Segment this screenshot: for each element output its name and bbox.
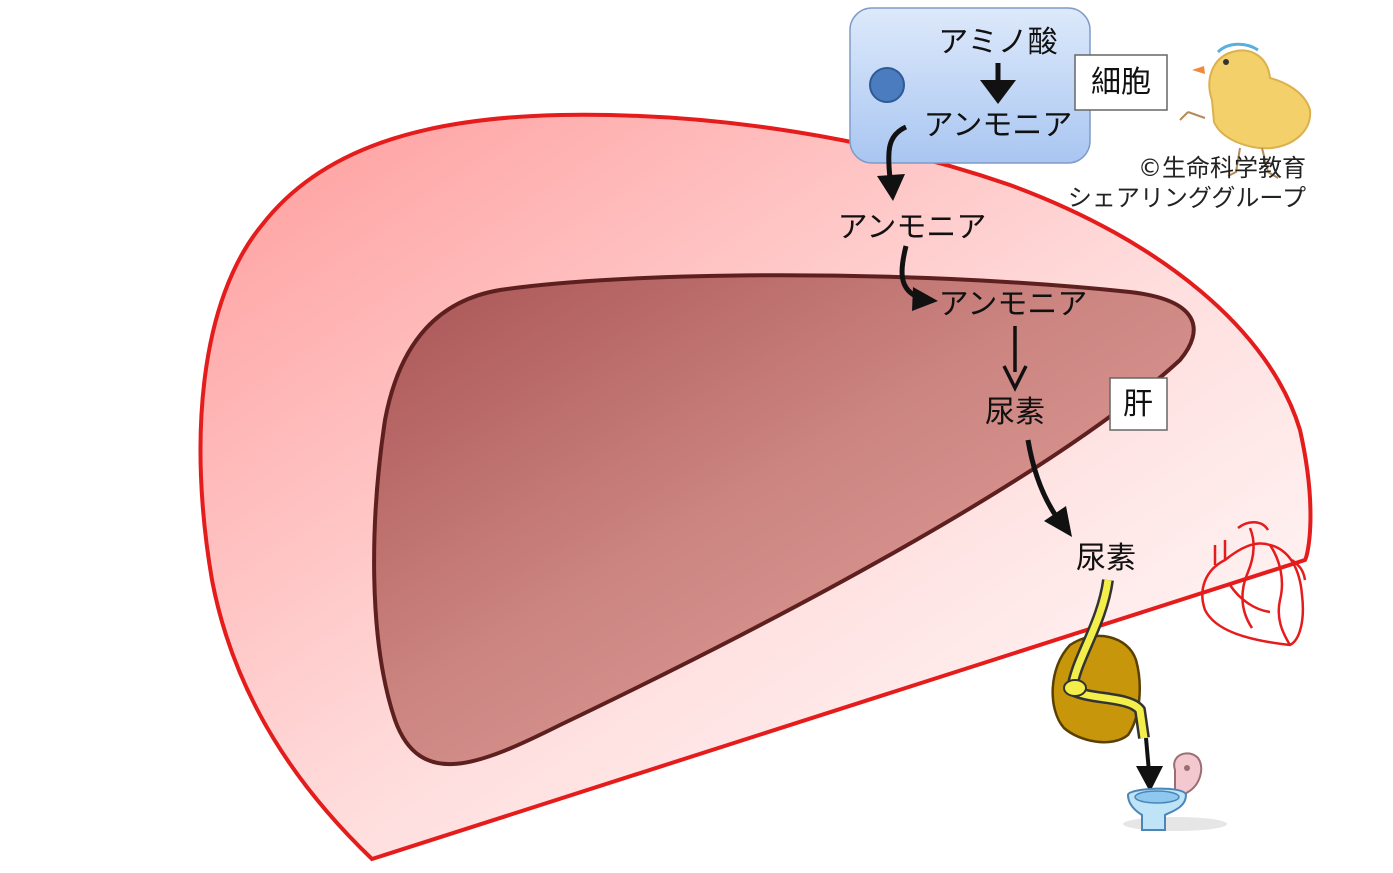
credit-line-1: ©生命科学教育 (1138, 154, 1306, 182)
arrow-blood-to-liver (899, 245, 938, 311)
arrow-liver-to-blood-urea (1025, 439, 1072, 537)
toilet-icon (1123, 752, 1227, 831)
arrow-cell-to-blood (877, 124, 908, 201)
arrow-amino-to-ammonia (980, 63, 1016, 104)
liver-box-label: 肝 (1123, 387, 1153, 422)
chick-icon (1179, 42, 1312, 179)
blood-urea-label: 尿素 (1076, 541, 1136, 576)
cell-nucleus (869, 67, 905, 103)
cell-box-label-frame (1074, 54, 1168, 111)
cell-amino-acid-label: アミノ酸 (938, 25, 1057, 60)
arrow-ammonia-to-urea (1002, 326, 1028, 392)
credit-line-2: シェアリンググループ (1068, 184, 1306, 212)
arrow-kidney-to-toilet (1136, 737, 1163, 792)
liver-box-label-frame (1109, 377, 1168, 431)
kidney-icon (1051, 579, 1150, 744)
heart-icon (1201, 521, 1307, 647)
liver-organ (372, 273, 1196, 767)
cell-box-label: 細胞 (1091, 65, 1151, 100)
liver-ammonia-label: アンモニア (939, 287, 1088, 322)
cell-ammonia-label: アンモニア (924, 108, 1073, 143)
blood-ammonia-label: アンモニア (838, 210, 987, 245)
liver-urea-label: 尿素 (985, 395, 1045, 430)
